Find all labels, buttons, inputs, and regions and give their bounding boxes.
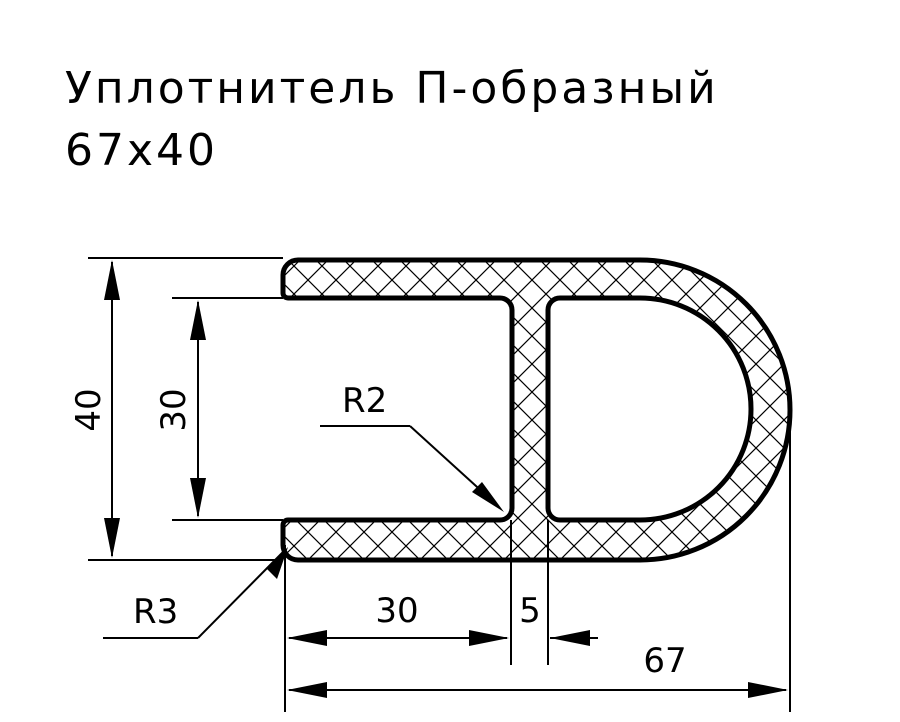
- drawing-title: Уплотнитель П-образный: [65, 63, 719, 114]
- dimension-radius-outer: R3: [133, 592, 178, 632]
- arrow-left-icon: [287, 630, 327, 646]
- arrow-up-icon: [104, 260, 120, 300]
- dimension-width-slot: 30: [375, 591, 418, 631]
- dimension-height-total: 40: [69, 388, 109, 431]
- arrow-icon: [266, 547, 288, 579]
- dimension-radius-inner: R2: [342, 381, 387, 421]
- dimension-width-total: 67: [643, 641, 686, 681]
- arrow-right-icon: [469, 630, 509, 646]
- arrow-right-icon: [748, 682, 788, 698]
- arrow-up-icon: [190, 300, 206, 340]
- arrow-left-icon: [287, 682, 327, 698]
- dimension-height-inner: 30: [154, 388, 194, 431]
- drawing-size-label: 67x40: [65, 125, 218, 176]
- dimension-wall-thickness: 5: [519, 591, 541, 631]
- arrow-down-icon: [190, 478, 206, 518]
- seal-profile: [280, 257, 793, 563]
- arrow-icon: [472, 482, 504, 512]
- arrow-left-icon: [550, 630, 590, 646]
- arrow-down-icon: [104, 518, 120, 558]
